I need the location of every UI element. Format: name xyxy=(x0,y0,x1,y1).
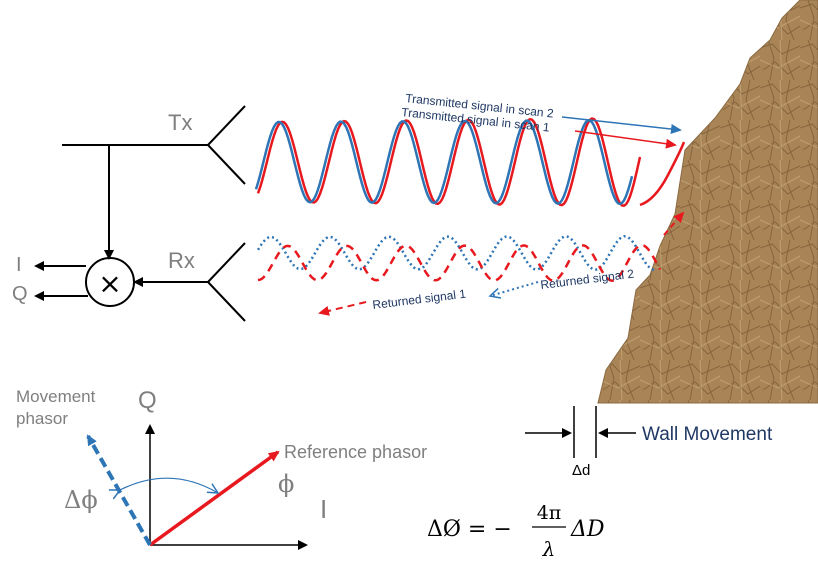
wall-movement-label: Wall Movement xyxy=(642,424,773,445)
returned-top-red-arrow xyxy=(663,211,685,236)
transmitted-wave-scan-1 xyxy=(256,117,642,208)
i-axis-label: I xyxy=(320,494,327,524)
movement-phasor-label-line2: phasor xyxy=(16,409,68,428)
returned-signal2-arrow xyxy=(490,281,539,296)
returned-wave-scan-1 xyxy=(257,243,662,282)
equation-denominator: λ xyxy=(542,537,556,561)
wall-shape xyxy=(597,0,818,404)
mixer-symbol: × xyxy=(98,267,121,300)
returned-signal2-label: Returned signal 2 xyxy=(540,267,635,292)
transceiver-circuit xyxy=(34,105,246,322)
wall-movement-indicator xyxy=(525,406,636,458)
transmitted-wave-scan-1-tail xyxy=(639,141,686,207)
phase-angle-arc xyxy=(120,477,218,493)
phase-equation: ΔØ = − 4π λ ΔD xyxy=(427,502,605,561)
delta-phi-label: Δϕ xyxy=(64,486,98,514)
i-output-label: I xyxy=(16,254,22,276)
transmitted-scan1-arrow xyxy=(574,130,677,149)
returned-wave-scan-2 xyxy=(256,235,657,272)
returned-signal1-arrow xyxy=(318,301,367,316)
reference-phasor-label: Reference phasor xyxy=(284,442,427,462)
transmitted-wave-scan-2 xyxy=(254,119,634,206)
returned-signal1-label: Returned signal 1 xyxy=(372,287,467,312)
q-axis-label: Q xyxy=(138,387,157,414)
q-output-label: Q xyxy=(12,283,28,305)
equation-lhs: ΔØ = − xyxy=(427,517,512,542)
equation-rhs: ΔD xyxy=(570,517,605,542)
phi-label: ϕ xyxy=(278,470,294,498)
reference-phasor-arrow xyxy=(148,450,280,547)
mixer-circle xyxy=(85,257,135,307)
rx-label: Rx xyxy=(168,248,195,273)
delta-d-label: Δd xyxy=(572,462,590,479)
tx-label: Tx xyxy=(168,110,192,135)
wall xyxy=(597,0,818,404)
movement-phasor-label-line1: Movement xyxy=(16,387,96,406)
transmitted-scan2-arrow xyxy=(561,116,682,134)
equation-numerator: 4π xyxy=(537,502,562,524)
